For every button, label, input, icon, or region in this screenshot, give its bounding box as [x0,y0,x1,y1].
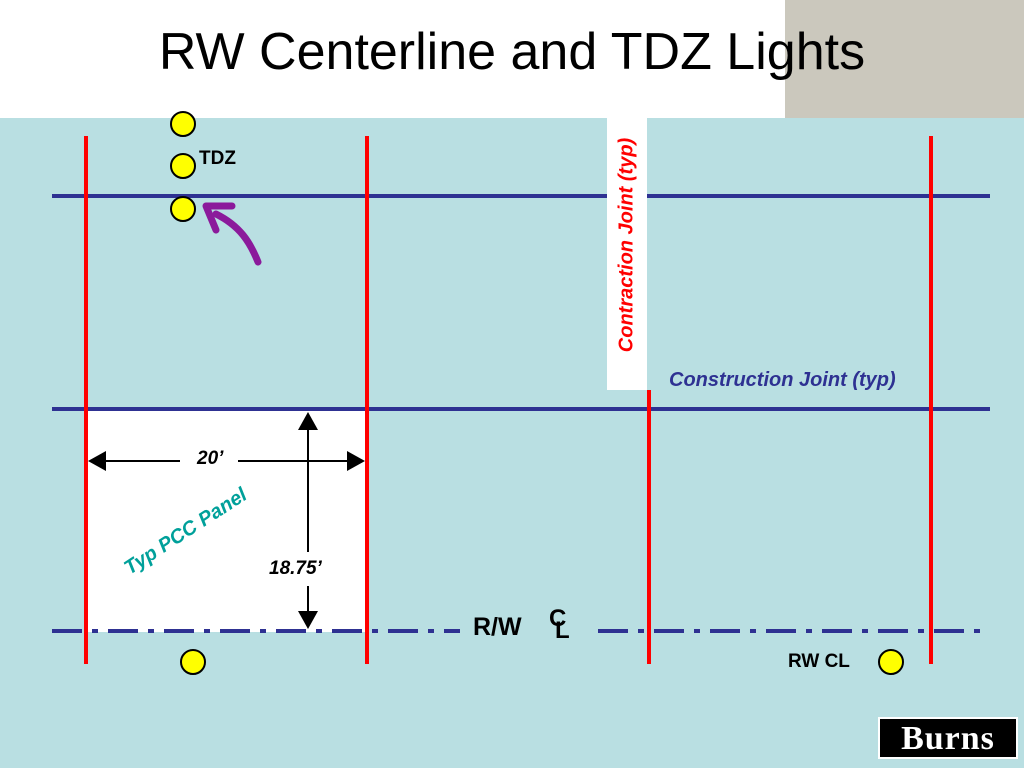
contraction-joint-label: Contraction Joint (typ) [615,137,638,353]
panel-width-label: 20’ [193,448,228,470]
rw-cl-light [180,649,206,675]
curved-arrow-head [202,202,236,234]
burns-logo: Burns [878,717,1018,759]
tdz-light [170,196,196,222]
tdz-label: TDZ [199,148,236,169]
contraction-joint-label-box [607,101,647,390]
centerline-symbol: C L [549,605,573,644]
construction-joint-label: Construction Joint (typ) [669,369,896,391]
rw-cl-light [878,649,904,675]
logo-text: Burns [901,720,995,757]
curved-arrow-icon [212,210,262,266]
rw-cl-light-label: RW CL [788,651,850,672]
slide-title: RW Centerline and TDZ Lights [158,23,866,81]
runway-centerline-label: R/W [473,613,522,641]
corner-block [785,0,1024,118]
tdz-light [170,111,196,137]
centerline-symbol-c: C [549,605,567,632]
centerline-symbol-l: L [555,617,570,644]
tdz-light [170,153,196,179]
typ-pcc-panel [86,410,366,632]
panel-length-label: 18.75’ [269,558,322,579]
